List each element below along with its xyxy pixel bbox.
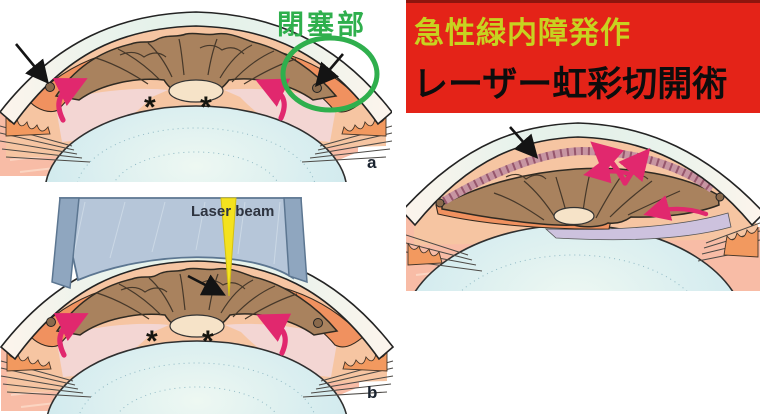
banner-procedure-title: レーザー虹彩切開術 [413,65,728,104]
asterisk-marker: * [202,325,214,358]
iris-root-right [715,192,725,202]
panel-b-letter: b [367,383,378,402]
eye-cross-section-bulged-iris [0,11,392,182]
asterisk-marker: * [200,91,212,124]
asterisk-marker: * [146,325,158,358]
trabecular-angle-right [312,83,322,93]
occlusion-annotation-label: 閉塞部 [277,10,367,40]
title-banner: 急性緑内障発作 レーザー虹彩切開術 [406,0,760,113]
cornea-sclera-shell [0,11,392,126]
aqueous-flow-arrow-right [255,78,291,121]
laser-contact-lens [51,197,308,290]
iridotomy-pointer-arrow [509,126,539,159]
pupil-margin [553,206,595,226]
panel-b-laser-iridotomy-diagram [0,197,400,414]
asterisk-marker: * [144,91,156,124]
occlusion-circle-annotation [280,35,380,113]
banner-diagnosis-title: 急性緑内障発作 [414,17,631,50]
ciliary-processes-right [723,226,759,258]
zonule-fibers [0,125,392,163]
laser-beam [220,197,237,297]
aqueous-flow-arrows [583,141,709,221]
trabecular-angle-left [45,82,55,92]
ciliary-processes-left [407,242,443,266]
panel-a-angle-closure-diagram [0,11,392,182]
angle-pointer-arrow-right [314,53,344,87]
iris-root-left [435,198,445,208]
laser-target-arrow [187,274,226,296]
posterior-chamber-band [544,212,732,241]
eye-cross-section-flat-iris [406,122,760,291]
crystalline-lens [45,105,347,182]
panel-c-post-iridotomy-diagram [406,122,760,291]
pupil-margin [168,79,224,103]
iris-texture-lines [95,38,297,85]
aqueous-flow-arrow-left [52,78,88,123]
laser-beam-label: Laser beam [191,203,275,220]
panel-a-letter: a [367,153,377,172]
angle-pointer-arrow-left [14,43,49,85]
